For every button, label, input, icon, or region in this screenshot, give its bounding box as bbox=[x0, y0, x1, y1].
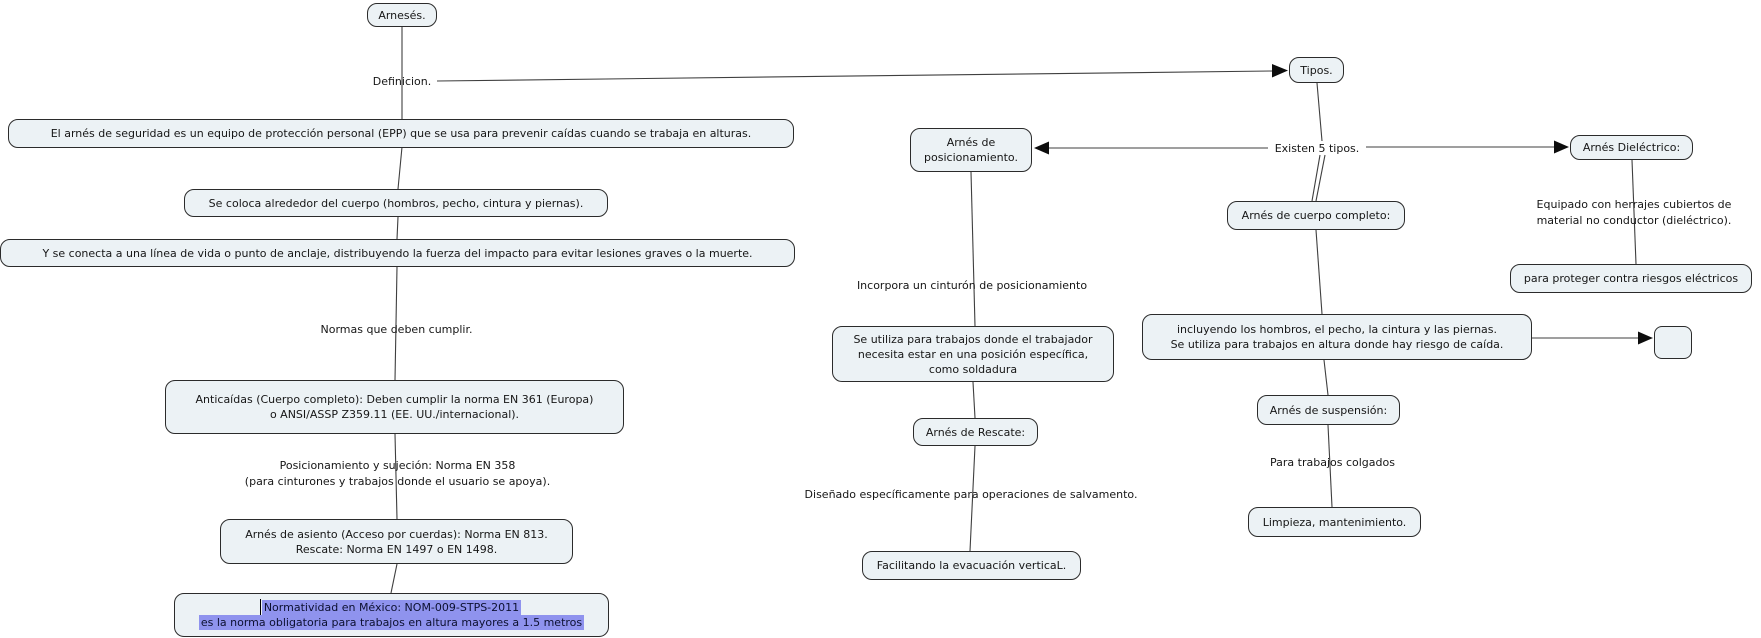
concept-node-incluyendo[interactable]: incluyendo los hombros, el pecho, la cin… bbox=[1142, 314, 1532, 360]
concept-node-definition-epp[interactable]: El arnés de seguridad es un equipo de pr… bbox=[8, 119, 794, 148]
linking-phrase-existen-5-tipos[interactable]: Existen 5 tipos. bbox=[1274, 142, 1360, 155]
concept-node-empty[interactable] bbox=[1654, 326, 1692, 359]
arrowhead-icons bbox=[1034, 64, 1653, 345]
concept-node-normatividad-selected[interactable]: Normatividad en México: NOM-009-STPS-201… bbox=[174, 593, 609, 637]
concept-node-se-utiliza[interactable]: Se utiliza para trabajos donde el trabaj… bbox=[832, 326, 1114, 382]
linking-phrase-incorpora[interactable]: Incorpora un cinturón de posicionamiento bbox=[856, 279, 1088, 292]
linking-phrase-posicionamiento-norma[interactable]: Posicionamiento y sujeción: Norma EN 358… bbox=[244, 459, 551, 488]
concept-node-dielectrico[interactable]: Arnés Dieléctrico: bbox=[1570, 135, 1693, 160]
linking-phrase-para-trabajos[interactable]: Para trabajos colgados bbox=[1270, 456, 1395, 469]
concept-node-facilitando[interactable]: Facilitando la evacuación verticaL. bbox=[862, 551, 1081, 580]
concept-node-asiento[interactable]: Arnés de asiento (Acceso por cuerdas): N… bbox=[220, 519, 573, 564]
concept-node-suspension[interactable]: Arnés de suspensión: bbox=[1257, 395, 1400, 425]
concept-node-rescate[interactable]: Arnés de Rescate: bbox=[913, 418, 1038, 446]
concept-node-posicionamiento[interactable]: Arnés de posicionamiento. bbox=[910, 128, 1032, 172]
concept-node-limpieza[interactable]: Limpieza, mantenimiento. bbox=[1248, 507, 1421, 537]
linking-phrase-equipado[interactable]: Equipado con herrajes cubiertos de mater… bbox=[1536, 198, 1732, 227]
concept-node-se-coloca[interactable]: Se coloca alrededor del cuerpo (hombros,… bbox=[184, 189, 608, 217]
selected-text-line1: Normatividad en México: NOM-009-STPS-201… bbox=[259, 599, 522, 616]
concept-node-cuerpo-completo[interactable]: Arnés de cuerpo completo: bbox=[1227, 201, 1405, 230]
selected-text-line2: es la norma obligatoria para trabajos en… bbox=[198, 615, 585, 630]
concept-node-se-conecta[interactable]: Y se conecta a una línea de vida o punto… bbox=[0, 239, 795, 267]
concept-node-arneses[interactable]: Arnesés. bbox=[367, 3, 437, 27]
linking-phrase-normas[interactable]: Normas que deben cumplir. bbox=[320, 323, 473, 336]
linking-phrase-disenado[interactable]: Diseñado específicamente para operacione… bbox=[804, 488, 1138, 501]
concept-node-proteger[interactable]: para proteger contra riesgos eléctricos bbox=[1510, 264, 1752, 293]
linking-phrase-definicion[interactable]: Definicion. bbox=[372, 75, 432, 88]
concept-node-tipos[interactable]: Tipos. bbox=[1289, 57, 1344, 83]
concept-node-anticaidas[interactable]: Anticaídas (Cuerpo completo): Deben cump… bbox=[165, 380, 624, 434]
